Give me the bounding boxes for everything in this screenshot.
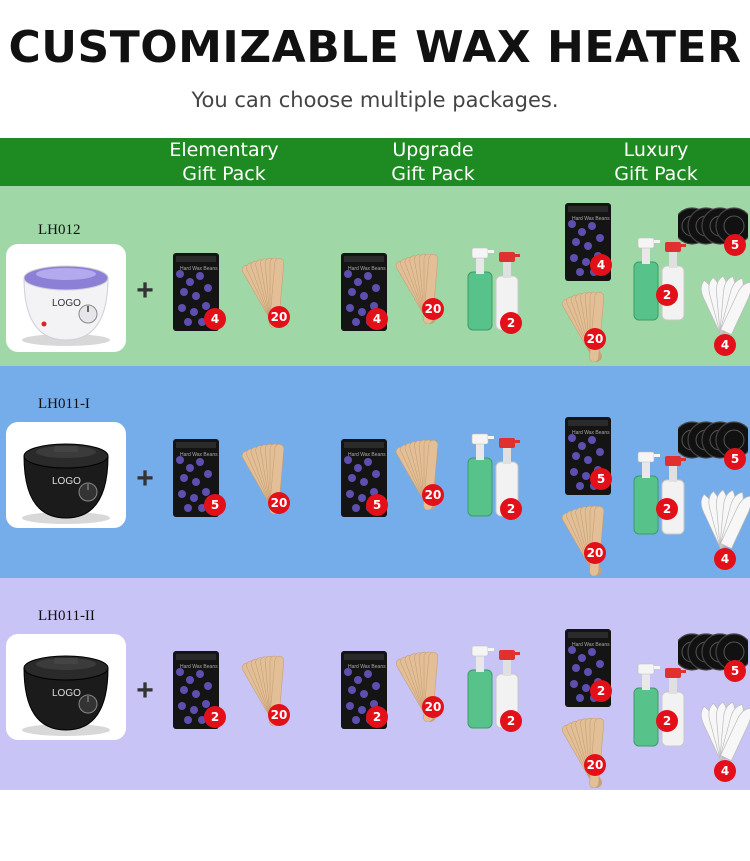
quantity-badge: 20 xyxy=(268,492,290,514)
quantity-badge: 2 xyxy=(590,680,612,702)
svg-text:Hard Wax Beans: Hard Wax Beans xyxy=(572,216,610,222)
pack-header-line2: Gift Pack xyxy=(391,163,475,185)
plus-sign: + xyxy=(136,274,154,307)
quantity-badge: 20 xyxy=(422,484,444,506)
quantity-badge: 20 xyxy=(268,306,290,328)
luxury-wooden-sticks-image xyxy=(561,291,605,363)
wax-heater-image: LOGO xyxy=(22,655,110,736)
luxury-spatulas-image xyxy=(700,489,750,550)
svg-text:Hard Wax Beans: Hard Wax Beans xyxy=(572,430,610,436)
quantity-badge: 20 xyxy=(268,704,290,726)
pack-header-elementary: Elementary Gift Pack xyxy=(154,138,294,186)
pack-header-line2: Gift Pack xyxy=(182,163,266,185)
svg-text:Hard Wax Beans: Hard Wax Beans xyxy=(180,664,218,670)
quantity-badge: 20 xyxy=(584,328,606,350)
page-subtitle: You can choose multiple packages. xyxy=(191,88,559,112)
luxury-spatulas xyxy=(692,262,750,342)
svg-text:Hard Wax Beans: Hard Wax Beans xyxy=(572,642,610,648)
pack-header-bar: Elementary Gift Pack Upgrade Gift Pack L… xyxy=(0,138,750,186)
heater-logo-text: LOGO xyxy=(52,476,81,487)
svg-text:Hard Wax Beans: Hard Wax Beans xyxy=(348,452,386,458)
package-row-lh011-i: LH011-I LOGO + Hard Wax Beans 5 20 Hard W… xyxy=(0,366,750,578)
luxury-collar-rings xyxy=(673,630,750,674)
quantity-badge: 2 xyxy=(656,284,678,306)
svg-text:Hard Wax Beans: Hard Wax Beans xyxy=(180,452,218,458)
quantity-badge: 2 xyxy=(204,706,226,728)
package-row-lh011-ii: LH011-II LOGO + Hard Wax Beans 2 20 Hard … xyxy=(0,578,750,790)
quantity-badge: 2 xyxy=(656,710,678,732)
package-row-lh012: LH012 LOGO + Hard Wax Beans 4 20 Hard Wax… xyxy=(0,186,750,366)
pack-header-line1: Luxury xyxy=(623,139,689,161)
upgrade-spray-bottles-image xyxy=(467,433,520,517)
quantity-badge: 20 xyxy=(422,696,444,718)
quantity-badge: 5 xyxy=(590,468,612,490)
wax-heater-image: LOGO xyxy=(22,443,110,524)
luxury-collar-rings-image xyxy=(673,421,750,459)
model-label: LH012 xyxy=(38,222,81,238)
quantity-badge: 2 xyxy=(500,312,522,334)
quantity-badge: 5 xyxy=(724,234,746,256)
wax-heater-image: LOGO xyxy=(22,265,110,346)
quantity-badge: 20 xyxy=(584,754,606,776)
quantity-badge: 2 xyxy=(500,498,522,520)
quantity-badge: 4 xyxy=(714,760,736,782)
luxury-spatulas xyxy=(692,476,750,556)
quantity-badge: 20 xyxy=(584,542,606,564)
quantity-badge: 2 xyxy=(366,706,388,728)
luxury-spatulas-image xyxy=(700,701,750,762)
wax-heater: LOGO xyxy=(6,422,126,528)
page-title: CUSTOMIZABLE WAX HEATER xyxy=(8,22,742,73)
quantity-badge: 4 xyxy=(366,308,388,330)
svg-text:Hard Wax Beans: Hard Wax Beans xyxy=(348,266,386,272)
luxury-spatulas-image xyxy=(700,275,750,336)
quantity-badge: 4 xyxy=(204,308,226,330)
pack-header-line1: Elementary xyxy=(169,139,279,161)
svg-text:Hard Wax Beans: Hard Wax Beans xyxy=(348,664,386,670)
luxury-collar-rings xyxy=(673,418,750,462)
pack-header-upgrade: Upgrade Gift Pack xyxy=(363,138,503,186)
quantity-badge: 4 xyxy=(714,548,736,570)
pack-header-line1: Upgrade xyxy=(392,139,474,161)
quantity-badge: 2 xyxy=(656,498,678,520)
quantity-badge: 20 xyxy=(422,298,444,320)
luxury-wooden-sticks-image xyxy=(561,717,605,789)
pack-header-luxury: Luxury Gift Pack xyxy=(586,138,726,186)
quantity-badge: 5 xyxy=(366,494,388,516)
quantity-badge: 5 xyxy=(204,494,226,516)
pack-header-line2: Gift Pack xyxy=(614,163,698,185)
wax-heater: LOGO xyxy=(6,634,126,740)
plus-sign: + xyxy=(136,674,154,707)
luxury-wooden-sticks-image xyxy=(561,505,605,577)
model-label: LH011-I xyxy=(38,396,90,412)
luxury-collar-rings-image xyxy=(673,633,750,671)
quantity-badge: 4 xyxy=(590,254,612,276)
svg-text:Hard Wax Beans: Hard Wax Beans xyxy=(180,266,218,272)
quantity-badge: 4 xyxy=(714,334,736,356)
quantity-badge: 2 xyxy=(500,710,522,732)
wax-heater: LOGO xyxy=(6,244,126,352)
plus-sign: + xyxy=(136,462,154,495)
heater-logo-text: LOGO xyxy=(52,688,81,699)
luxury-spatulas xyxy=(692,688,750,768)
heater-logo-text: LOGO xyxy=(52,298,81,309)
quantity-badge: 5 xyxy=(724,448,746,470)
upgrade-spray-bottles xyxy=(464,424,524,520)
quantity-badge: 5 xyxy=(724,660,746,682)
model-label: LH011-II xyxy=(38,608,95,624)
